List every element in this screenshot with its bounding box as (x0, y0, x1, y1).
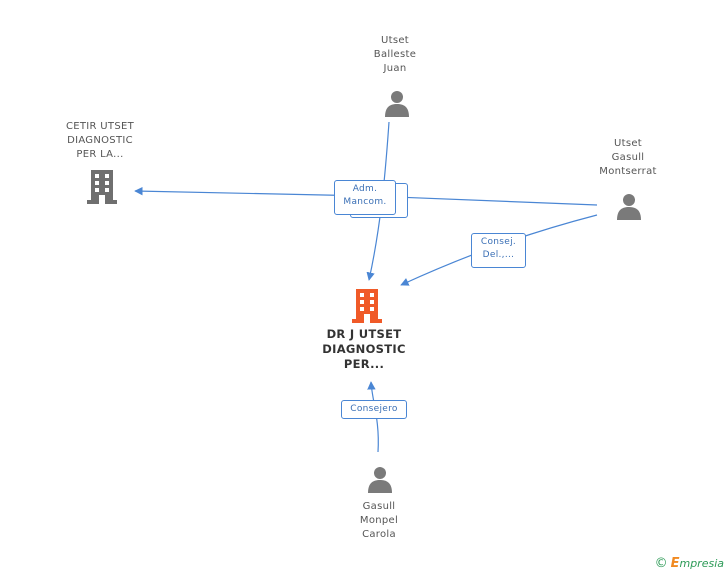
brand-initial: E (670, 556, 680, 571)
node-cetir-label[interactable]: CETIR UTSET DIAGNOSTIC PER LA... (66, 121, 134, 160)
node-center-label[interactable]: DR J UTSET DIAGNOSTIC PER... (322, 327, 406, 371)
node-montserrat-label[interactable]: Utset Gasull Montserrat (599, 138, 657, 177)
empresia-logo[interactable]: ©Empresia (655, 556, 724, 571)
building-icon[interactable] (87, 170, 117, 204)
node-carola-label[interactable]: Gasull Monpel Carola (359, 501, 399, 540)
edge-label-consej-del[interactable]: Consej. Del.,... (471, 233, 526, 268)
node-balleste-label[interactable]: Utset Balleste Juan (373, 35, 417, 74)
building-icon[interactable] (352, 289, 382, 323)
person-icon[interactable] (366, 465, 394, 493)
edge-label-consejero[interactable]: Consejero (341, 400, 407, 419)
copyright-symbol: © (654, 556, 668, 571)
person-icon[interactable] (383, 89, 411, 117)
brand-name: mpresia (679, 557, 724, 570)
edge-label-adm-mancom[interactable]: Adm. Mancom. (334, 180, 396, 215)
person-icon[interactable] (615, 192, 643, 220)
